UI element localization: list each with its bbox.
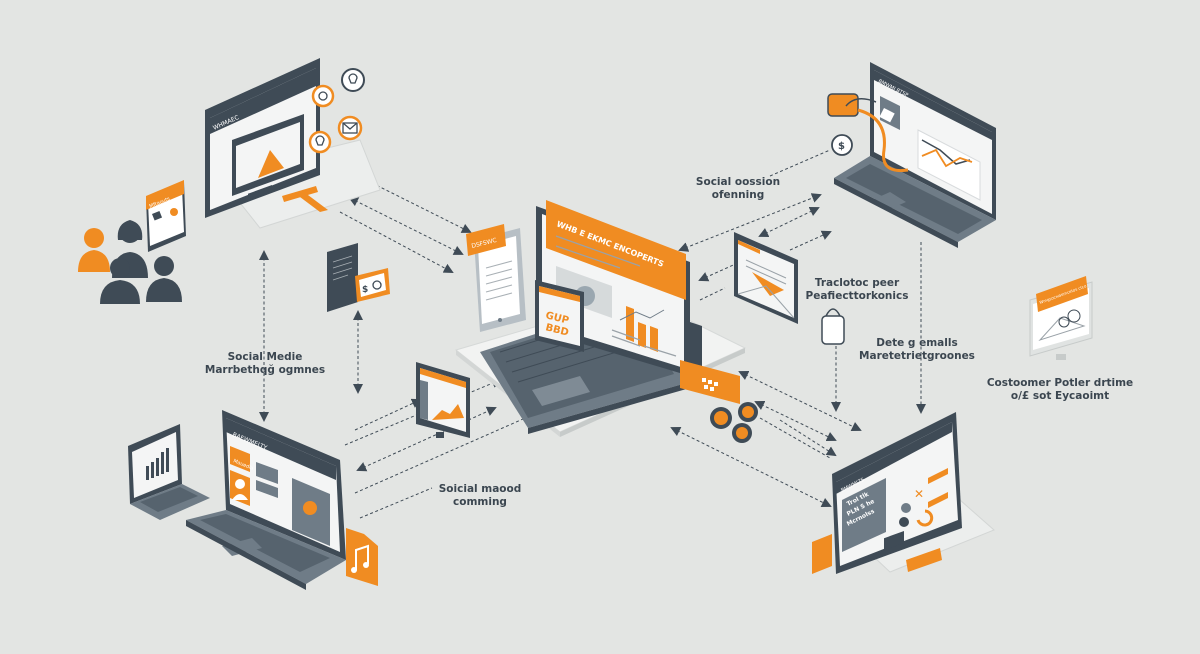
label-top-center: Social oossion ofenning: [695, 176, 781, 201]
lightbulb-icon: [308, 130, 332, 154]
cart-icon: [821, 308, 845, 345]
music-file-icon: [346, 528, 378, 586]
svg-text:$: $: [362, 285, 368, 295]
dollar-icon: $: [831, 134, 853, 156]
bottom-left-laptop: BAEWMELTY Mauedia: [186, 410, 346, 590]
label-left-middle: Social Medie Marrbethqğ ogmnes: [204, 351, 326, 376]
top-left-monitor: WHMAEC: [205, 58, 381, 229]
chart-icon: [416, 362, 470, 438]
label-right-middle: Dete g emalls Maretetrietgroones: [859, 337, 975, 362]
label-bottom-center: Soicial maood comming: [438, 483, 522, 508]
label-far-right: Costoomer Potler drtime o/£ sot Eycaoimt: [986, 377, 1134, 402]
label-right-upper: Traclotoc peer Peafiecttorkonics: [805, 277, 909, 302]
connector-curve: [857, 108, 909, 173]
analytics-laptop: [128, 424, 210, 520]
orange-card-icon: [827, 93, 859, 117]
email-icon: [734, 232, 798, 324]
svg-text:$: $: [838, 141, 845, 152]
gear-badge-icon: [311, 84, 335, 108]
document-tablet: DSFSWC: [466, 224, 526, 332]
lightbulb-outline-icon: [341, 68, 365, 92]
people-icon: Mftaouts: [78, 180, 186, 304]
gear-icon: [710, 402, 758, 443]
far-right-monitor: Wmgsocwaemcetos ctco: [1029, 276, 1093, 360]
connector-arrows: [259, 149, 926, 519]
svg-text:✕: ✕: [914, 487, 924, 501]
document-icon: $: [327, 243, 390, 312]
email-badge-icon: [337, 115, 363, 141]
globe-icon: [1067, 309, 1081, 323]
central-laptop: WHB E EKMC ENCOPERTS GUP BBD: [454, 200, 747, 437]
bottom-right-monitor: BMWMLTS Trol tlk PLN S he Mcrnolss ✕: [812, 412, 995, 574]
top-right-laptop: BMWMI BTSP: [834, 62, 996, 248]
